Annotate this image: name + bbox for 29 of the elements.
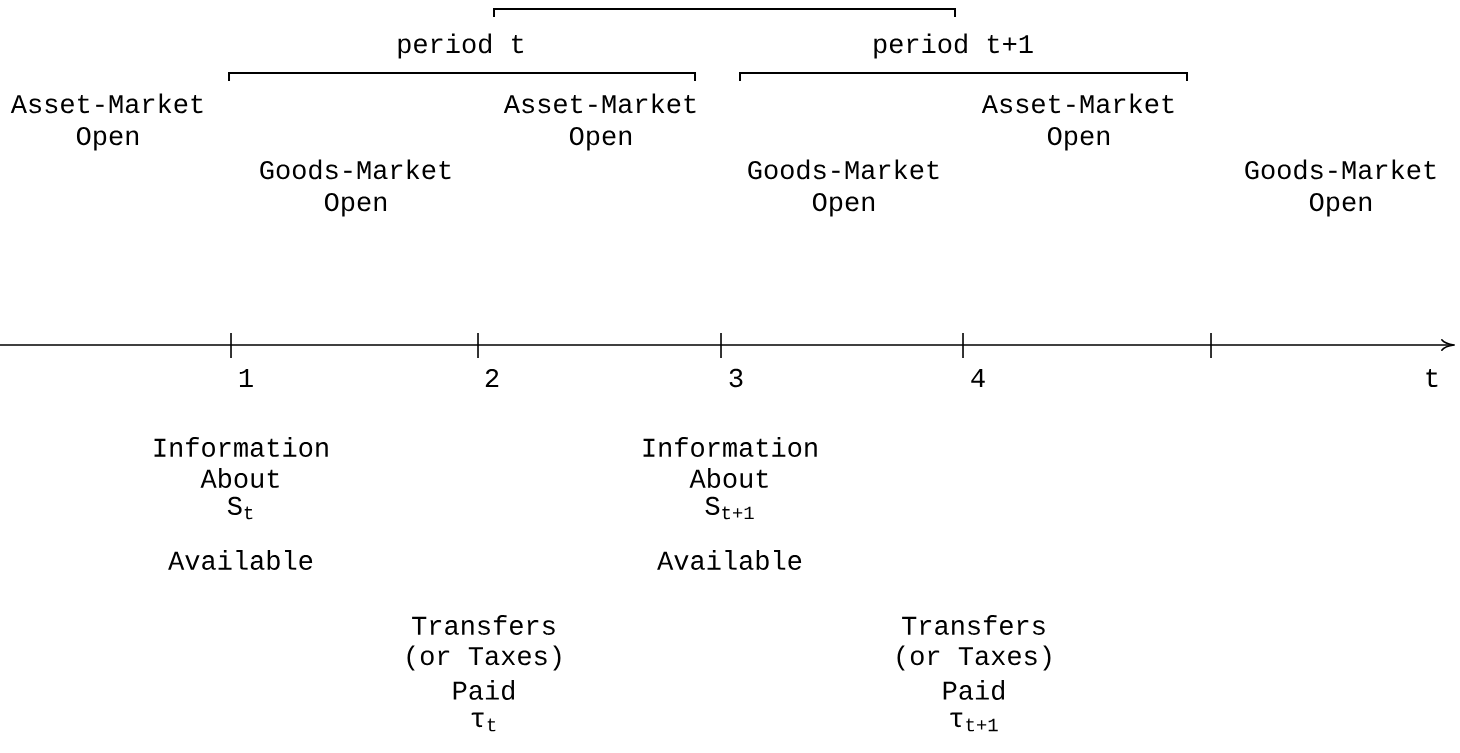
transfer-note: (or Taxes) [407,645,561,671]
information-note: S$_{t}$ [227,496,253,520]
tick-number: 3 [729,368,743,388]
event-label: Goods-Market Open [748,159,939,217]
information-note: Information [643,437,817,457]
information-note: S$_{t+1}$ [705,496,754,520]
transfer-note: τ$_{t+1}$ [950,712,998,732]
transfer-note: Paid [943,680,1005,700]
period-label: period t+1 [874,33,1033,59]
information-note: About [200,468,279,488]
transfer-note: Transfers [412,615,555,635]
transfer-note: Transfers [902,615,1045,635]
information-note: Available [657,550,802,570]
transfer-note: (or Taxes) [897,645,1051,671]
event-label: Asset-Market Open [10,93,203,151]
information-note: About [689,468,768,488]
axis-label: t [1426,368,1438,388]
event-label: Goods-Market Open [260,159,451,217]
tick-number: 4 [971,369,985,387]
period-label: period t [398,33,523,59]
transfer-note: Paid [453,680,515,700]
information-note: Available [168,550,313,570]
event-label: Asset-Market Open [981,93,1174,151]
transfer-note: τ$_{t}$ [471,712,496,732]
event-label: Goods-Market Open [1245,159,1436,217]
tick-number: 2 [485,368,499,388]
tick-number: 1 [239,369,253,387]
information-note: Information [154,437,328,457]
event-label: Asset-Market Open [503,93,696,151]
